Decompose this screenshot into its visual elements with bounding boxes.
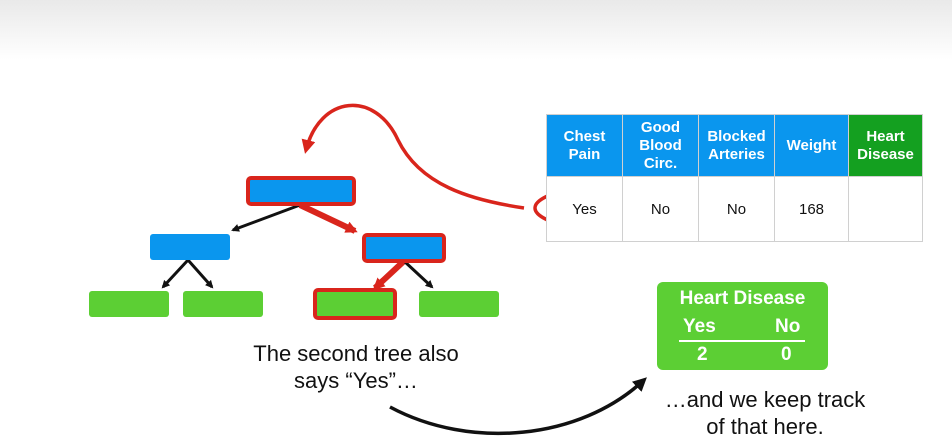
curved-black-arrow	[389, 377, 647, 436]
patient-data-table: Chest Pain Good Blood Circ. Blocked Arte…	[546, 114, 923, 242]
cell-weight: 168	[774, 176, 849, 242]
edge-left-lr	[186, 259, 214, 289]
edge-right-rl	[372, 258, 407, 291]
cell-chest-pain: Yes	[546, 176, 623, 242]
edge-left-ll	[161, 258, 190, 289]
table-header-row: Chest Pain Good Blood Circ. Blocked Arte…	[546, 114, 923, 177]
header-blocked-arteries: Blocked Arteries	[698, 114, 775, 177]
tree-leaf-2	[183, 291, 263, 317]
tree-caption-line1: The second tree also	[253, 341, 459, 366]
tree-right-node	[362, 233, 446, 263]
header-good-blood-circ: Good Blood Circ.	[622, 114, 699, 177]
edge-root-right	[298, 202, 358, 234]
header-heart-disease: Heart Disease	[848, 114, 923, 177]
tally-title: Heart Disease	[679, 288, 806, 309]
curved-red-arrow	[301, 103, 525, 210]
tree-root-node	[246, 176, 356, 206]
tally-caption-line2: of that here.	[706, 414, 824, 439]
tally-yes-label: Yes	[683, 316, 716, 337]
cell-heart-disease	[848, 176, 923, 242]
tree-caption-line2: says “Yes”…	[294, 368, 418, 393]
header-chest-pain: Chest Pain	[546, 114, 623, 177]
tally-no-count: 0	[781, 344, 792, 365]
tally-caption-line1: …and we keep track	[664, 387, 866, 412]
heart-disease-tally-box: Heart Disease Yes No 2 0	[657, 282, 828, 370]
edge-right-rr	[402, 259, 434, 289]
header-weight: Weight	[774, 114, 849, 177]
tree-leaf-1	[89, 291, 169, 317]
tally-caption: …and we keep track of that here.	[640, 386, 890, 440]
tally-yes-count: 2	[697, 344, 708, 365]
tree-caption: The second tree also says “Yes”…	[226, 340, 486, 394]
table-row: Yes No No 168	[546, 176, 923, 242]
tree-left-node	[150, 234, 230, 260]
cell-blocked-arteries: No	[698, 176, 775, 242]
tally-divider	[679, 340, 805, 342]
edge-root-left	[231, 203, 301, 232]
tree-leaf-4	[419, 291, 499, 317]
cell-good-blood-circ: No	[622, 176, 699, 242]
tree-leaf-3-selected	[313, 288, 397, 320]
tally-no-label: No	[775, 316, 801, 337]
